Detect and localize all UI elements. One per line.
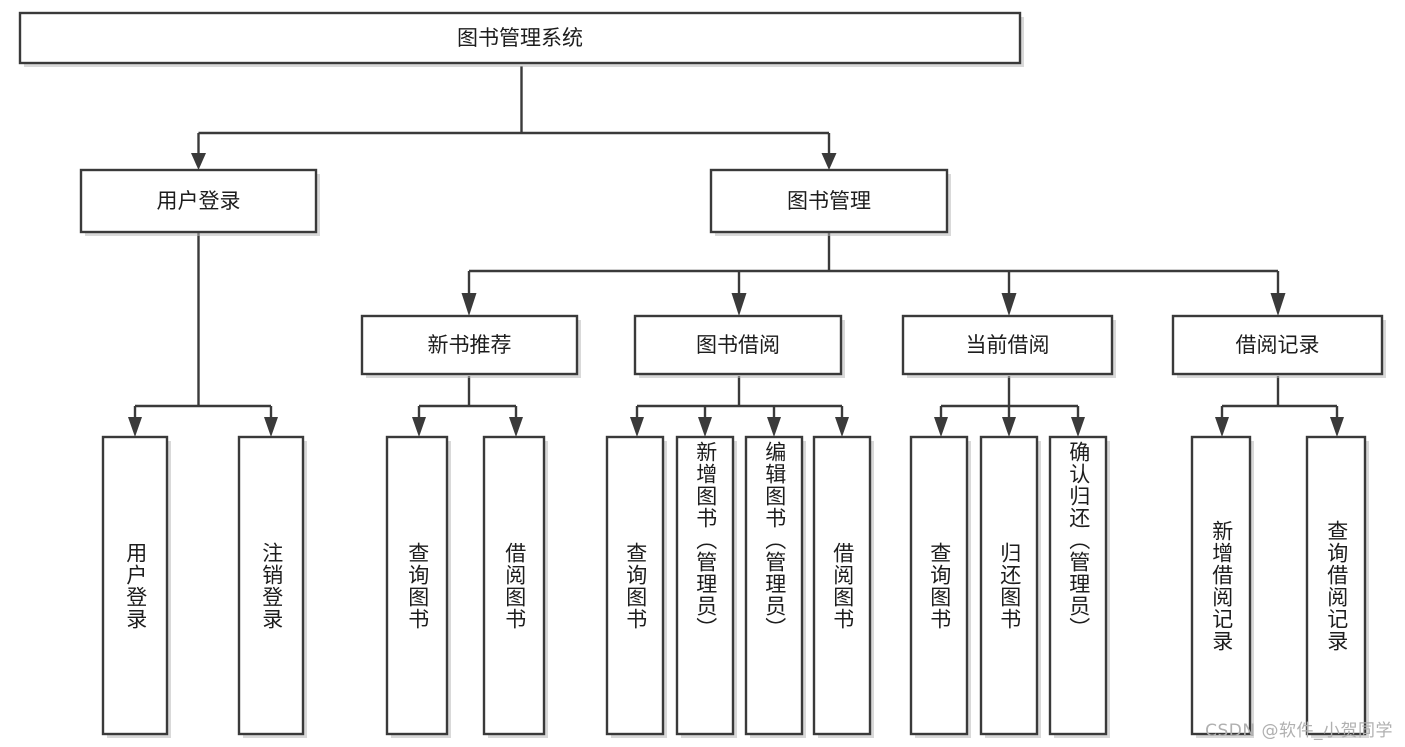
leaf-box-bb-edit[interactable] [744, 435, 804, 736]
book-borrow-box [633, 314, 843, 376]
leaf-box-cb-return[interactable] [979, 435, 1039, 736]
leaf-box-br-add[interactable] [1190, 435, 1252, 736]
arrow-leaf-br-add [1215, 417, 1229, 437]
root-label: 图书管理系统 [457, 26, 583, 50]
user-login-box [79, 168, 318, 234]
leaf-box-bb-query[interactable] [605, 435, 665, 736]
leaf-box-nb-query[interactable] [385, 435, 449, 736]
leaf-box-bb-borrow[interactable] [812, 435, 872, 736]
leaf-box-user-login[interactable] [101, 435, 169, 736]
borrow-record-box [1171, 314, 1384, 376]
arrow-to-borrow-record [1270, 293, 1286, 316]
arrow-leaf-bb-add [698, 417, 712, 437]
book-manage-label: 图书管理 [787, 189, 871, 213]
arrow-leaf-bb-edit [767, 417, 781, 437]
leaf-box-cb-confirm[interactable] [1048, 435, 1108, 736]
node-user-login[interactable]: 用户登录 [79, 168, 320, 236]
current-borrow-box [901, 314, 1114, 376]
node-book-borrow[interactable]: 图书借阅 [633, 314, 845, 378]
borrow-record-label: 借阅记录 [1236, 333, 1320, 357]
arrow-leaf-nb-query [412, 417, 426, 437]
arrow-to-new-book [461, 293, 477, 316]
user-login-label: 用户登录 [157, 189, 241, 213]
arrow-leaf-logout [264, 417, 278, 437]
arrow-to-current-borrow [1001, 293, 1017, 316]
book-manage-box [709, 168, 949, 234]
arrow-to-book-borrow [731, 293, 747, 316]
arrow-to-book-manage [821, 153, 837, 170]
arrow-leaf-cb-confirm [1071, 417, 1085, 437]
leaf-box-logout[interactable] [237, 435, 305, 736]
arrow-leaf-cb-query [934, 417, 948, 437]
arrow-leaf-bb-borrow [835, 417, 849, 437]
leaf-box-layer [101, 435, 1369, 738]
arrow-leaf-cb-return [1002, 417, 1016, 437]
arrow-leaf-nb-borrow [509, 417, 523, 437]
leaf-box-nb-borrow[interactable] [482, 435, 546, 736]
arrow-to-user-login [191, 153, 206, 170]
leaf-box-br-query[interactable] [1305, 435, 1367, 736]
leaf-box-bb-add[interactable] [675, 435, 735, 736]
csdn-watermark: CSDN @软件_小贺同学 [1205, 721, 1393, 741]
arrow-leaf-br-query [1330, 417, 1344, 437]
node-new-book-recommend[interactable]: 新书推荐 [360, 314, 581, 378]
node-root[interactable]: 图书管理系统 [18, 11, 1024, 67]
new-book-box [360, 314, 579, 376]
current-borrow-label: 当前借阅 [966, 333, 1050, 357]
new-book-label: 新书推荐 [428, 333, 512, 357]
arrow-leaf-bb-query [630, 417, 644, 437]
root-box [18, 11, 1022, 65]
node-current-borrow[interactable]: 当前借阅 [901, 314, 1116, 378]
node-book-manage[interactable]: 图书管理 [709, 168, 951, 236]
arrow-leaf-user-login [128, 417, 142, 437]
leaf-box-cb-query[interactable] [909, 435, 969, 736]
book-borrow-label: 图书借阅 [696, 333, 780, 357]
node-borrow-record[interactable]: 借阅记录 [1171, 314, 1386, 378]
connector-layer [128, 66, 1344, 437]
